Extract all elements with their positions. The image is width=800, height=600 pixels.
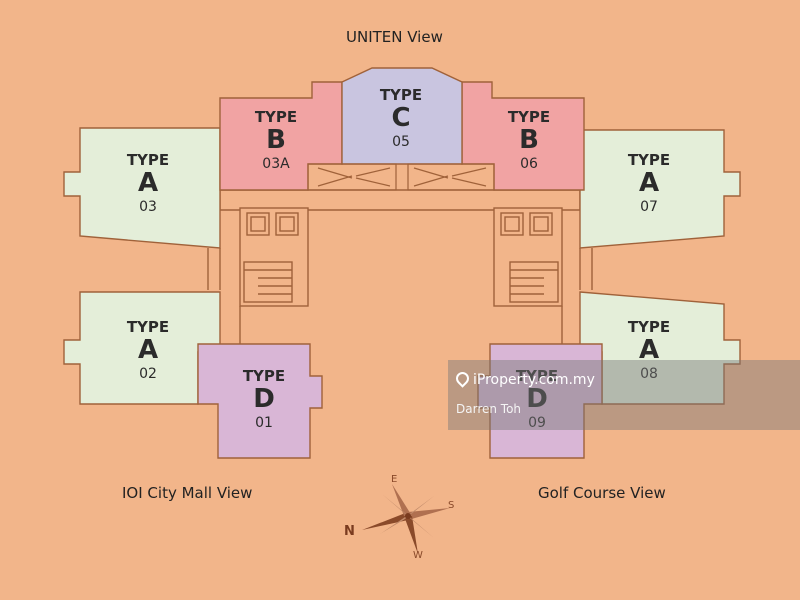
watermark-brand-text: iProperty.com.my xyxy=(473,372,595,388)
unit-number: 02 xyxy=(139,366,157,382)
unit-type-letter: D xyxy=(253,384,275,414)
compass-rose xyxy=(362,484,450,554)
unit-type-letter: B xyxy=(266,125,286,155)
unit-type-word: TYPE xyxy=(515,367,559,385)
unit-label-02: TYPE A 02 xyxy=(108,318,188,382)
view-label-left: IOI City Mall View xyxy=(122,484,253,502)
unit-type-letter: A xyxy=(137,335,159,365)
unit-type-word: TYPE xyxy=(126,151,170,169)
unit-type-word: TYPE xyxy=(507,108,551,126)
unit-type-word: TYPE xyxy=(242,367,286,385)
compass-south-label: S xyxy=(448,500,455,511)
unit-type-letter: A xyxy=(638,168,660,198)
unit-type-word: TYPE xyxy=(627,151,671,169)
unit-label-07: TYPE A 07 xyxy=(609,151,689,215)
unit-type-word: TYPE xyxy=(254,108,298,126)
unit-number: 09 xyxy=(528,415,546,431)
unit-type-word: TYPE xyxy=(627,318,671,336)
watermark-banner xyxy=(448,360,800,430)
unit-09-shape xyxy=(477,343,603,459)
unit-label-03: TYPE A 03 xyxy=(108,151,188,215)
unit-number: 05 xyxy=(392,134,410,150)
unit-01-shape xyxy=(197,343,323,459)
compass-north-label: N xyxy=(344,524,355,539)
unit-type-letter: C xyxy=(391,103,411,133)
unit-number: 03A xyxy=(262,156,290,172)
unit-number: 01 xyxy=(255,415,273,431)
compass-east-label: E xyxy=(391,474,398,485)
corridor xyxy=(219,189,581,211)
unit-label-01: TYPE D 01 xyxy=(224,367,304,431)
unit-type-letter: A xyxy=(137,168,159,198)
unit-07-shape xyxy=(579,129,741,249)
unit-label-03a: TYPE B 03A xyxy=(236,108,316,172)
balcony-left xyxy=(307,163,397,191)
view-label-right: Golf Course View xyxy=(538,484,666,502)
unit-type-letter: A xyxy=(638,335,660,365)
unit-label-09: TYPE D 09 xyxy=(497,367,577,431)
watermark-agent: Darren Toh xyxy=(456,402,522,416)
balcony-right xyxy=(407,163,495,191)
unit-number: 07 xyxy=(640,199,658,215)
view-label-top: UNITEN View xyxy=(346,28,443,46)
location-pin-icon xyxy=(453,369,472,388)
unit-label-08: TYPE A 08 xyxy=(609,318,689,382)
unit-type-word: TYPE xyxy=(126,318,170,336)
unit-label-06: TYPE B 06 xyxy=(489,108,569,172)
unit-number: 03 xyxy=(139,199,157,215)
unit-02-shape xyxy=(63,291,221,405)
unit-number: 08 xyxy=(640,366,658,382)
compass-west-label: W xyxy=(413,550,423,561)
unit-type-letter: B xyxy=(519,125,539,155)
unit-type-letter: D xyxy=(526,384,548,414)
watermark-brand: iProperty.com.my xyxy=(453,369,595,388)
unit-type-word: TYPE xyxy=(379,86,423,104)
unit-label-05: TYPE C 05 xyxy=(361,86,441,150)
unit-number: 06 xyxy=(520,156,538,172)
